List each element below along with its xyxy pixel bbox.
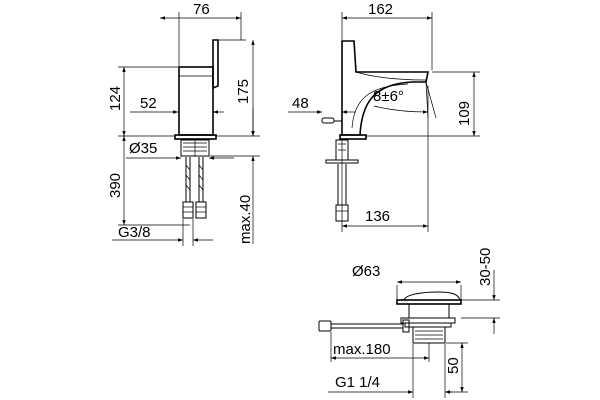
dim-136: 136 bbox=[365, 208, 390, 225]
dim-109: 109 bbox=[456, 101, 473, 126]
dim-diameter-35: Ø35 bbox=[129, 140, 157, 157]
front-fitting-right bbox=[195, 201, 207, 219]
front-fitting-left bbox=[182, 201, 194, 219]
front-lever bbox=[212, 39, 219, 90]
side-view: 162 8±6° 109 48 136 bbox=[288, 1, 480, 232]
dim-g1-1-4: G1 1/4 bbox=[335, 374, 380, 391]
side-base bbox=[339, 134, 367, 140]
dim-diameter-63: Ø63 bbox=[352, 263, 380, 280]
dim-390: 390 bbox=[107, 173, 124, 198]
dim-g3-8: G3/8 bbox=[118, 224, 151, 241]
dim-angle: 8±6° bbox=[373, 88, 404, 105]
side-hose bbox=[337, 164, 347, 205]
front-body bbox=[178, 66, 214, 136]
front-view: 76 175 124 52 Ø35 390 max.40 G3/8 bbox=[107, 1, 260, 246]
dim-76: 76 bbox=[193, 1, 210, 18]
waste-body bbox=[408, 303, 450, 319]
waste-flange bbox=[396, 299, 462, 305]
waste-view: Ø63 30-50 max.180 50 G1 1/4 bbox=[318, 248, 500, 398]
front-base bbox=[174, 134, 217, 140]
dim-48: 48 bbox=[292, 95, 309, 112]
dim-124: 124 bbox=[107, 86, 124, 111]
side-drain-knob bbox=[321, 117, 335, 124]
dim-162: 162 bbox=[368, 1, 393, 18]
dim-max-40: max.40 bbox=[237, 195, 254, 244]
dim-50: 50 bbox=[445, 357, 462, 374]
dim-30-50: 30-50 bbox=[477, 248, 494, 286]
dim-175: 175 bbox=[235, 79, 252, 104]
dim-52: 52 bbox=[140, 95, 157, 112]
dim-max-180: max.180 bbox=[333, 341, 391, 358]
side-spout bbox=[341, 40, 429, 136]
waste-plug bbox=[403, 291, 461, 301]
